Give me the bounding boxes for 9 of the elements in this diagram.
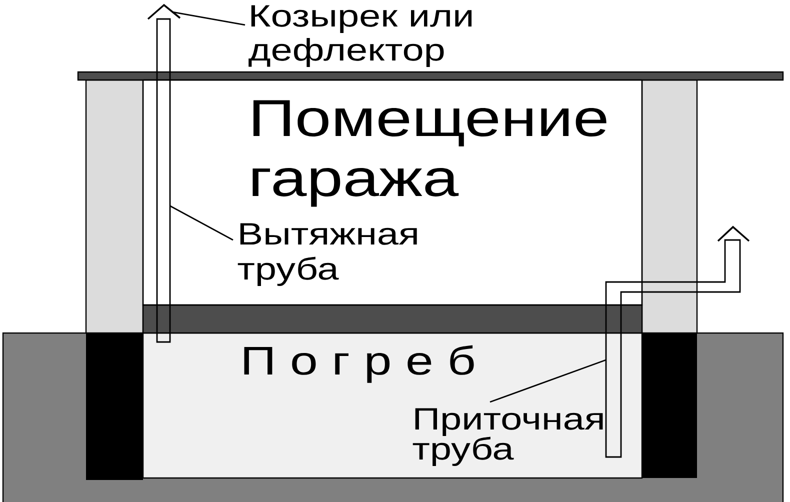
callout-label: Приточная труба	[412, 408, 603, 466]
pipe	[156, 18, 171, 343]
pipe	[605, 239, 741, 458]
pipe-cap	[147, 4, 181, 20]
callout-label: Вытяжная труба	[238, 223, 417, 286]
callout-label: Козырек или дефлектор	[248, 5, 472, 67]
leader-line	[172, 11, 246, 26]
leader-line	[170, 205, 234, 241]
leader-line	[490, 359, 606, 403]
